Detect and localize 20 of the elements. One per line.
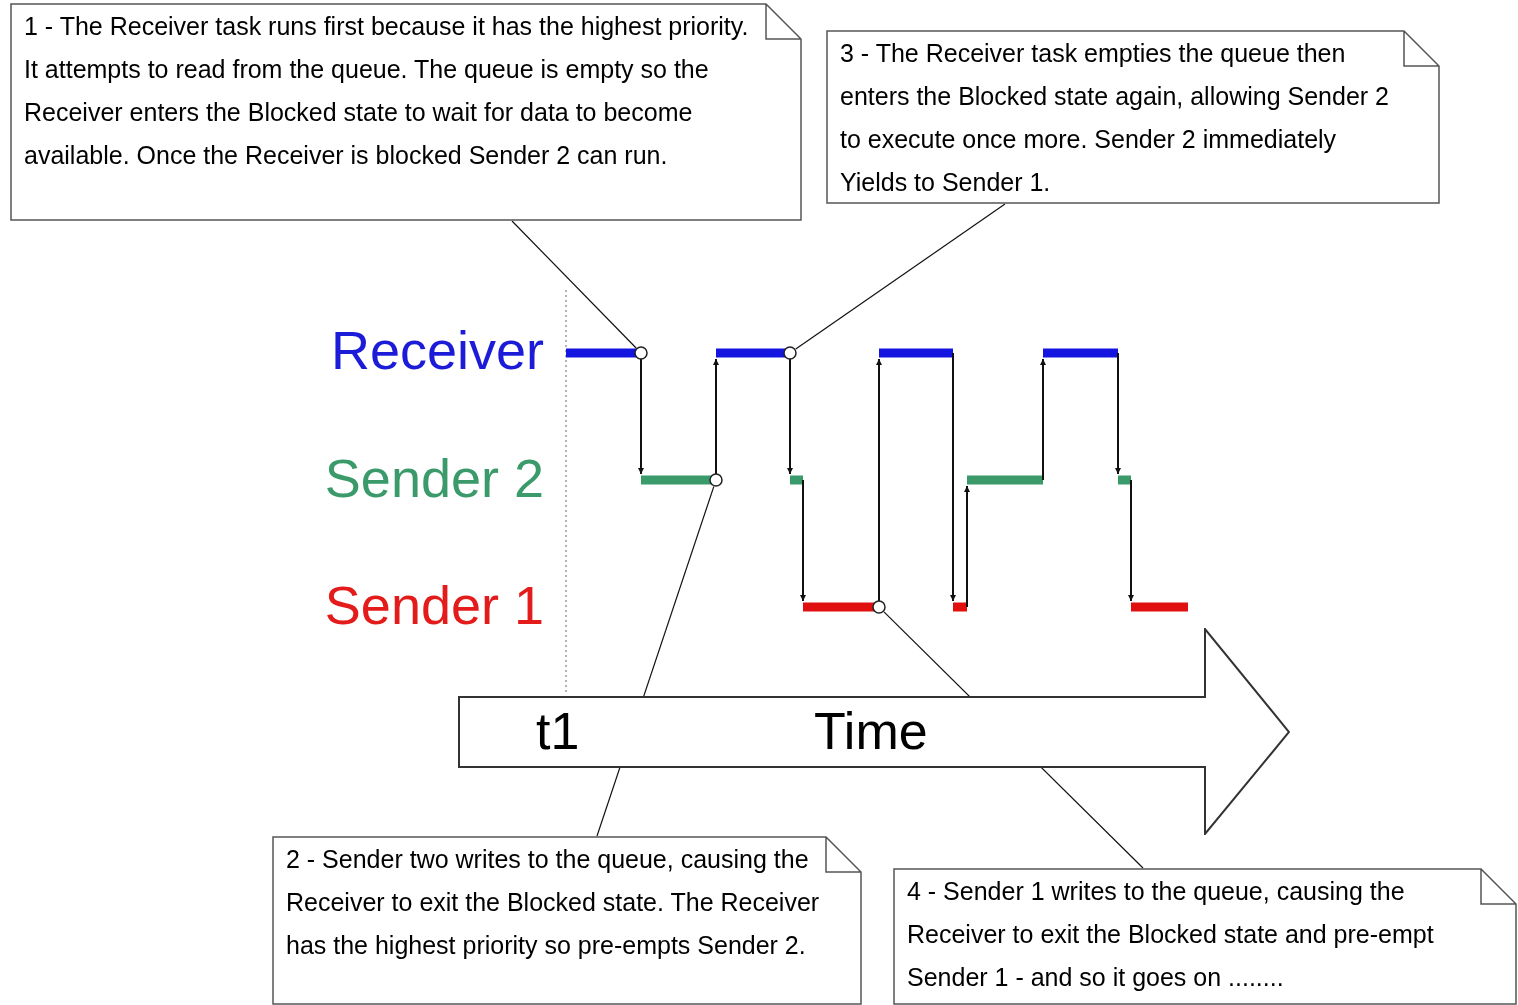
event-marker xyxy=(709,473,723,487)
leader-line xyxy=(511,220,637,349)
time-marker-label: t1 xyxy=(536,701,580,762)
note-text: 4 - Sender 1 writes to the queue, causing the Receiver to exit the Blocked state and pre-empt Sender 1 - and so it goes on ........ xyxy=(906,876,1435,993)
task-label: Receiver xyxy=(330,319,544,382)
callout-note xyxy=(893,868,1517,1005)
callout-note xyxy=(10,3,802,221)
note-text: 2 - Sender two writes to the queue, causing the Receiver to exit the Blocked state. The Receiver has the highest priority so pre-empts Sender 2. xyxy=(285,844,821,961)
task-label: Sender 1 xyxy=(324,574,544,637)
leader-line xyxy=(795,203,1006,350)
event-marker xyxy=(783,346,797,360)
callout-note xyxy=(272,836,862,1005)
time-arrow xyxy=(458,628,1290,835)
event-marker xyxy=(872,600,886,614)
note-text: 1 - The Receiver task runs first because it has the highest priority. It attempts to read from the queue. The queue is empty so the Receiver enters the Blocked state to wait for data to become available. Once the Receiver is blocked Sender 2 can run. xyxy=(23,11,750,171)
task-label: Sender 2 xyxy=(324,447,544,510)
axis-label: Time xyxy=(814,701,928,762)
event-marker xyxy=(634,346,648,360)
note-text: 3 - The Receiver task empties the queue then enters the Blocked state again, allowing Sender 2 to execute once more. Sender 2 immediately Yields to Sender 1. xyxy=(839,38,1390,198)
callout-note xyxy=(826,30,1440,204)
